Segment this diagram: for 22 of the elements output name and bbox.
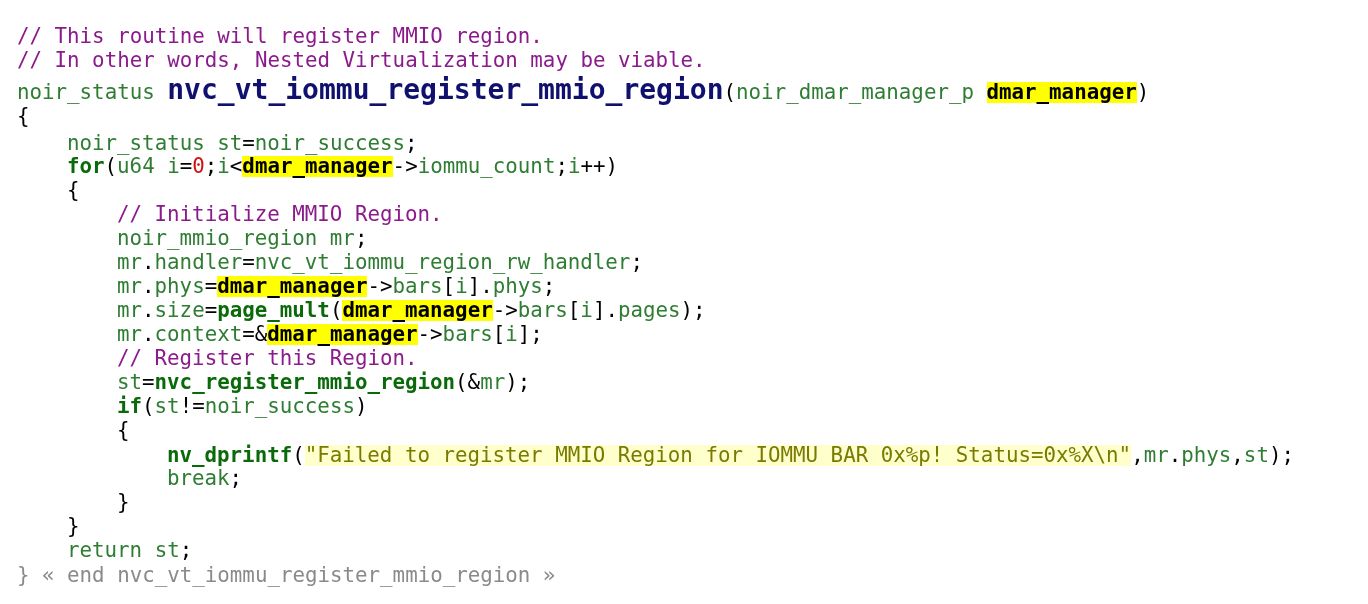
code-line: noir_status nvc_vt_iommu_register_mmio_region(noir_dmar_manager_p dmar_manager) — [17, 72, 1150, 107]
code-comment: // This routine will register MMIO region. — [17, 23, 543, 50]
code-line: break; — [167, 466, 243, 492]
code-line: } — [117, 489, 130, 516]
code-line: st=nvc_register_mmio_region(&mr); — [117, 369, 531, 395]
code-line: mr.size=page_mult(dmar_manager->bars[i].pages); — [117, 298, 706, 324]
code-line: for(u64 i=0;i<dmar_manager->iommu_count;i++) — [67, 154, 619, 180]
code-line: noir_mmio_region mr; — [117, 225, 368, 252]
code-line: mr.phys=dmar_manager->bars[i].phys; — [117, 274, 556, 300]
code-comment: // In other words, Nested Virtualization may be viable. — [17, 47, 706, 74]
code-line: } — [67, 513, 80, 540]
code-line: mr.handler=nvc_vt_iommu_region_rw_handler; — [117, 250, 643, 276]
code-comment: // Register this Region. — [117, 346, 418, 371]
code-line: { — [117, 417, 130, 444]
code-line: } « end nvc_vt_iommu_register_mmio_region » — [17, 562, 556, 589]
code-comment: // Initialize MMIO Region. — [117, 201, 443, 228]
code-line: noir_status st=noir_success; — [67, 130, 418, 157]
code-line: if(st!=noir_success) — [117, 394, 368, 420]
code-line: return st; — [67, 537, 193, 564]
code-line: mr.context=&dmar_manager->bars[i]; — [117, 322, 543, 348]
code-line: { — [17, 104, 30, 130]
code-line: { — [67, 177, 80, 204]
